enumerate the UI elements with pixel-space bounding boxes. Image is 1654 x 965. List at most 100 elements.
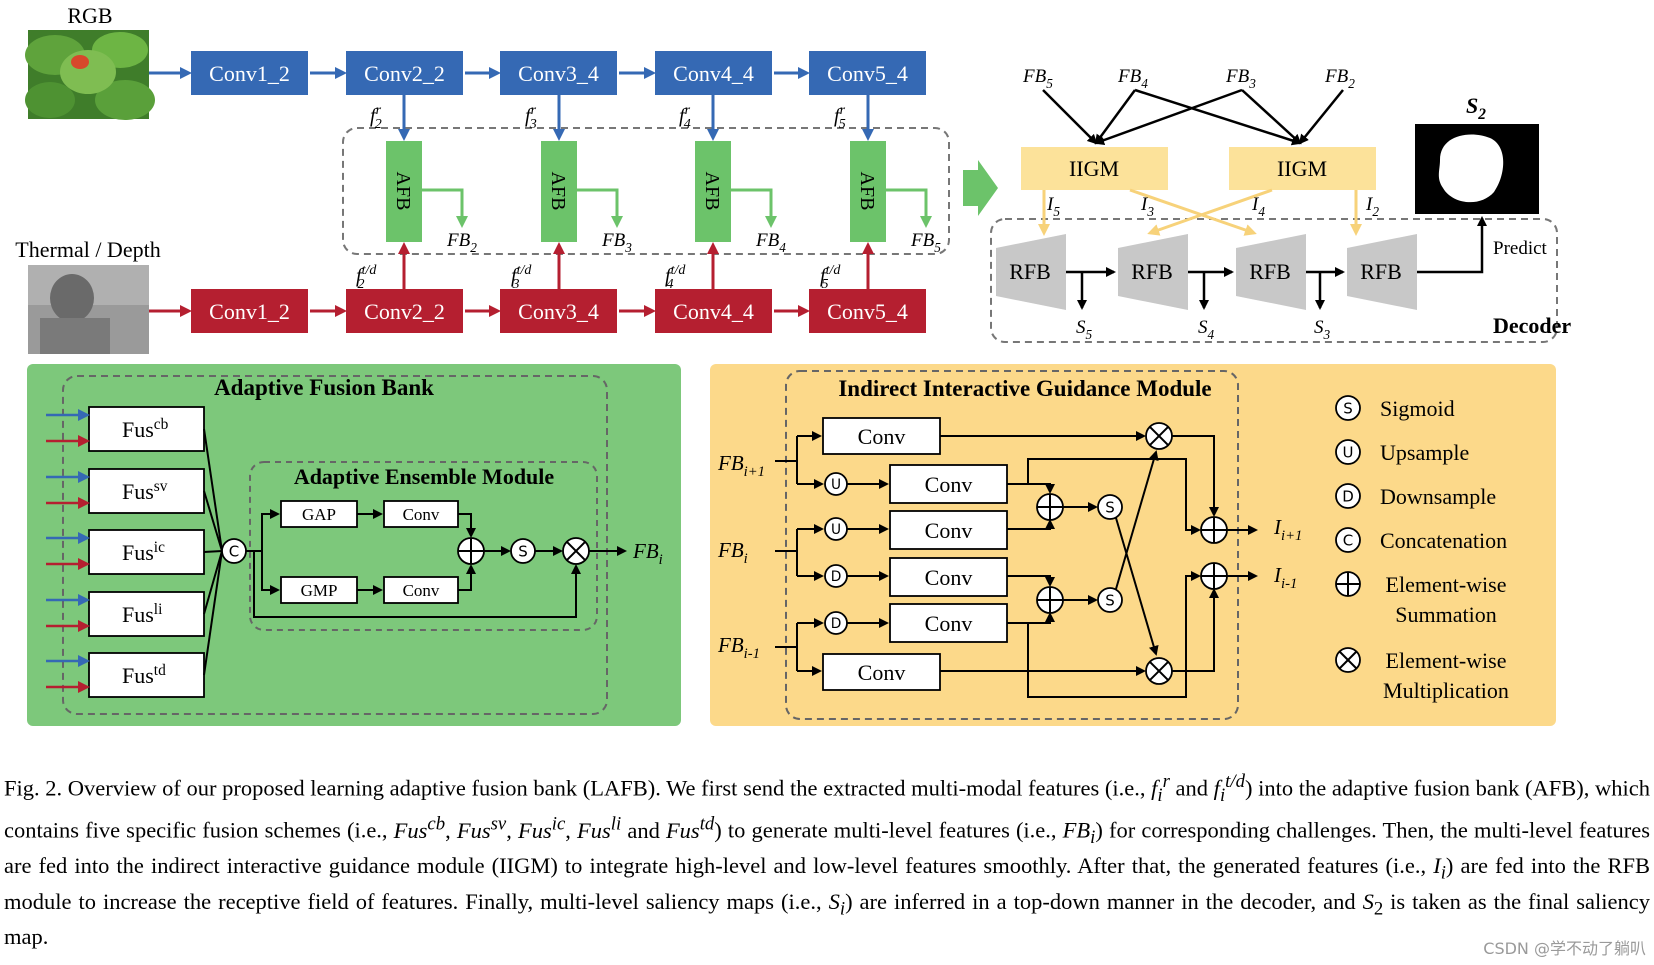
legend-symbol-circle [1335, 483, 1361, 509]
decoder-label: Decoder [1493, 313, 1571, 338]
legend-symbol-letter: U [1343, 443, 1354, 461]
afb-output-label: FBi [632, 539, 663, 568]
conv-block [500, 51, 617, 95]
fus-block [88, 529, 205, 575]
afb-panel-dashed-border [62, 375, 608, 715]
afb-block [386, 141, 422, 242]
upsample-symbol: U [824, 517, 848, 541]
iigm-sigmoid-symbol-circle [1097, 494, 1123, 520]
iigm-conv-label: Conv [925, 611, 973, 636]
legend-symbol: U [1335, 439, 1361, 465]
conv-label: Conv5_4 [827, 61, 908, 86]
thermal-image [28, 265, 149, 354]
conv-to-sum-arrow [1007, 575, 1055, 587]
rfb-label: RFB [1009, 259, 1051, 284]
iigm-conv-label: Conv [925, 565, 973, 590]
legend-symbol-letter: C [1343, 531, 1353, 549]
conv-label: Conv5_4 [827, 299, 908, 324]
iigm-conv-bottom-label: Conv [858, 660, 906, 685]
fb2-to-iigm-right [1298, 89, 1344, 145]
conv-label: Conv2_2 [364, 299, 445, 324]
legend-text: Upsample [1380, 440, 1469, 465]
rfb-label: RFB [1249, 259, 1291, 284]
fus-label: Fustd [122, 662, 166, 688]
rfb-label: RFB [1360, 259, 1402, 284]
fus-to-concat-line [203, 550, 223, 676]
legend-text-2: Multiplication [1383, 678, 1509, 703]
fus-to-concat-line [203, 490, 223, 552]
caption-schemes: Fuscb, Fussv, Fusic, Fusli and Fustd [393, 813, 715, 843]
iigm-multiply-symbol-times-b [1149, 661, 1169, 681]
rfb-block [1347, 234, 1417, 310]
afb-label: AFB [701, 172, 723, 211]
conv-label: Conv4_4 [673, 61, 754, 86]
afb-label: AFB [547, 172, 569, 211]
decoder-i-label: I2 [1365, 194, 1379, 219]
decoder-fb-input-label: FB4 [1117, 66, 1148, 91]
legend-symbol-circle [1335, 527, 1361, 553]
fb4-to-iigm-left [1094, 89, 1137, 145]
fus-label: Fusli [122, 601, 162, 627]
aem-title: Adaptive Ensemble Module [294, 464, 555, 489]
downsample-symbol-letter: D [831, 569, 842, 585]
iigm-conv [889, 464, 1008, 504]
conv-to-sum-arrow [1007, 519, 1055, 530]
upsample-symbol: U [824, 472, 848, 496]
iigm-sigmoid-symbol: S [1097, 587, 1123, 613]
concat-symbol: C [221, 538, 247, 564]
iigm-input-label: FBi+1 [717, 451, 765, 480]
legend-symbol-circle [1335, 395, 1361, 421]
conv-block [655, 51, 772, 95]
rgb-image [25, 30, 155, 120]
i3-arrow [1129, 188, 1257, 236]
decoder-i-label: I3 [1140, 194, 1154, 219]
legend-symbol: S [1335, 395, 1361, 421]
rfb-block [1118, 234, 1188, 310]
sum-symbol [457, 537, 485, 565]
concat-symbol-letter: C [229, 542, 239, 560]
iigm-sigmoid-symbol-circle [1097, 587, 1123, 613]
legend-symbol-circle [1335, 439, 1361, 465]
iigm-conv [889, 603, 1008, 643]
concat-skip-arrow [253, 551, 581, 618]
iigm-conv-label: Conv [925, 518, 973, 543]
thermal-depth-label: Thermal / Depth [15, 237, 160, 262]
rgb-label: RGB [67, 3, 112, 28]
legend-symbol [1335, 571, 1361, 597]
iigm-multiply-symbol-times-b [1149, 426, 1169, 446]
fus-to-concat-line [203, 428, 223, 552]
afb-panel-title: Adaptive Fusion Bank [214, 375, 434, 400]
fb5-to-iigm-left [1042, 89, 1098, 145]
sigmoid-cross-arrow [1115, 450, 1159, 590]
fus-to-concat-line [203, 550, 223, 553]
afb-stage-container [342, 127, 950, 255]
conv-top-label: Conv [403, 505, 440, 524]
sigmoid-symbol: S [510, 538, 536, 564]
decoder-fb-input-label: FB2 [1324, 66, 1355, 91]
iigm-multiply-symbol [1145, 657, 1173, 685]
fb-output-label: FB4 [755, 230, 786, 255]
conv-block [191, 51, 308, 95]
decoder-i-label: I4 [1251, 194, 1265, 219]
sigmoid-cross-arrow [1115, 517, 1159, 656]
multiply-symbol [562, 537, 590, 565]
legend-symbol-letter: S [1343, 399, 1353, 417]
rfb-label: RFB [1131, 259, 1173, 284]
fus-to-concat-line [203, 550, 223, 615]
decoder-container [990, 218, 1558, 343]
conv-block [655, 289, 772, 333]
iigm-sum-symbol [1036, 493, 1064, 521]
saliency-output-label: S5 [1076, 317, 1093, 342]
fus-label: Fussv [122, 478, 168, 504]
afb-block [695, 141, 731, 242]
iigm-conv [889, 510, 1008, 550]
predict-label: Predict [1493, 238, 1548, 259]
afb-output-arrow [577, 188, 623, 228]
fus-label: Fuscb [122, 416, 169, 442]
predict-arrow [1417, 216, 1487, 274]
